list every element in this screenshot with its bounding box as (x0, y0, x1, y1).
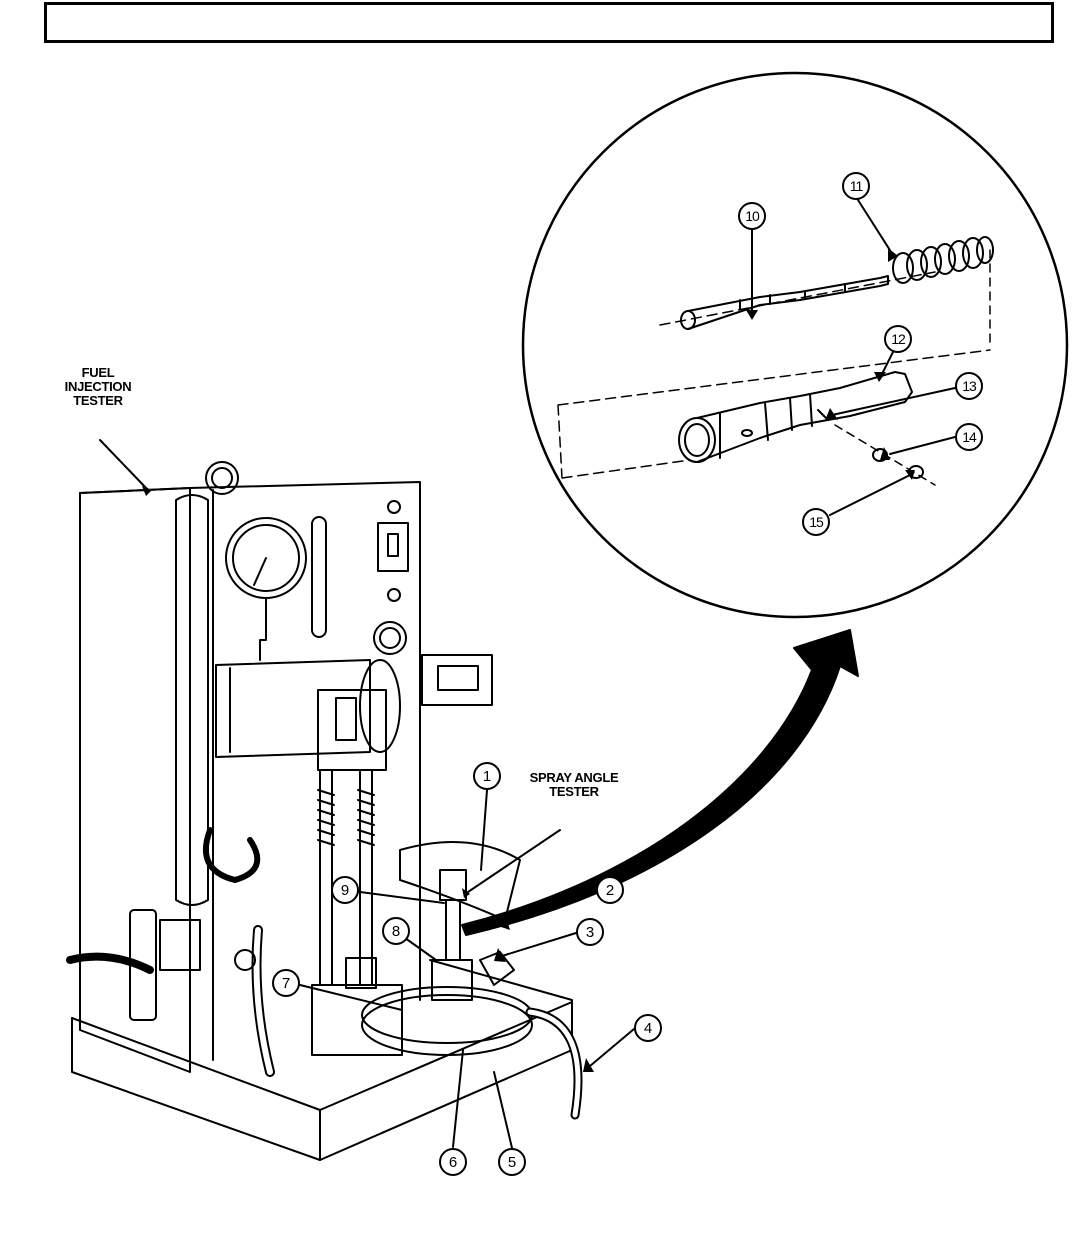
header-box (44, 2, 1054, 43)
leader-7 (299, 984, 403, 1011)
leader-fuel (99, 439, 149, 491)
callout-7: 7 (272, 969, 300, 997)
axis-box-lower (557, 349, 991, 479)
switch-plate (377, 522, 409, 572)
drain-tube (525, 1007, 583, 1120)
callout-8: 8 (382, 917, 410, 945)
callout-3: 3 (576, 918, 604, 946)
callout-10: 10 (738, 202, 766, 230)
callout-11: 11 (842, 172, 870, 200)
callout-2: 2 (596, 876, 624, 904)
label-line: INJECTION (64, 379, 132, 394)
label-line: TESTER (549, 784, 599, 799)
small-gauge (373, 621, 407, 655)
spray-angle-tester-label: SPRAY ANGLE TESTER (520, 771, 628, 799)
valve-left (129, 909, 157, 1021)
axis-line-top (659, 271, 936, 326)
callout-6: 6 (439, 1148, 467, 1176)
leader-14 (889, 436, 956, 455)
column-cylinder (175, 494, 209, 906)
callout-4: 4 (634, 1014, 662, 1042)
cabinet (79, 481, 421, 1073)
leader-5 (493, 1071, 513, 1149)
leader-3 (501, 932, 577, 957)
callout-15: 15 (802, 508, 830, 536)
left-hose (66, 952, 154, 974)
label-line: TESTER (73, 393, 123, 408)
leader-spray (467, 829, 561, 893)
leader-9 (344, 889, 445, 904)
motor-housing (215, 654, 493, 758)
leader-4 (589, 1028, 635, 1067)
label-line: FUEL (81, 365, 115, 380)
label-line: SPRAY ANGLE (529, 770, 619, 785)
spray-angle-tester (361, 841, 533, 1056)
callout-13: 13 (955, 372, 983, 400)
spring (892, 236, 994, 284)
leader-15 (829, 474, 911, 516)
leader-6 (452, 1049, 464, 1148)
callout-12: 12 (884, 325, 912, 353)
needle-valve (680, 275, 889, 330)
detail-view-circle (521, 71, 1069, 619)
pump-block (317, 689, 387, 771)
callout-5: 5 (498, 1148, 526, 1176)
leader-13 (831, 387, 956, 416)
nozzle-stand (311, 984, 403, 1056)
callout-14: 14 (955, 423, 983, 451)
top-gauge (205, 461, 239, 495)
leader-11 (857, 199, 894, 256)
fuel-injection-tester-label: FUEL INJECTION TESTER (50, 366, 146, 408)
sight-slot (311, 516, 327, 638)
callout-9: 9 (331, 876, 359, 904)
curved-arrow (461, 629, 859, 936)
leader-1 (480, 789, 488, 871)
callout-1: 1 (473, 762, 501, 790)
base-tray (71, 959, 573, 1161)
nozzle-body (678, 371, 913, 463)
